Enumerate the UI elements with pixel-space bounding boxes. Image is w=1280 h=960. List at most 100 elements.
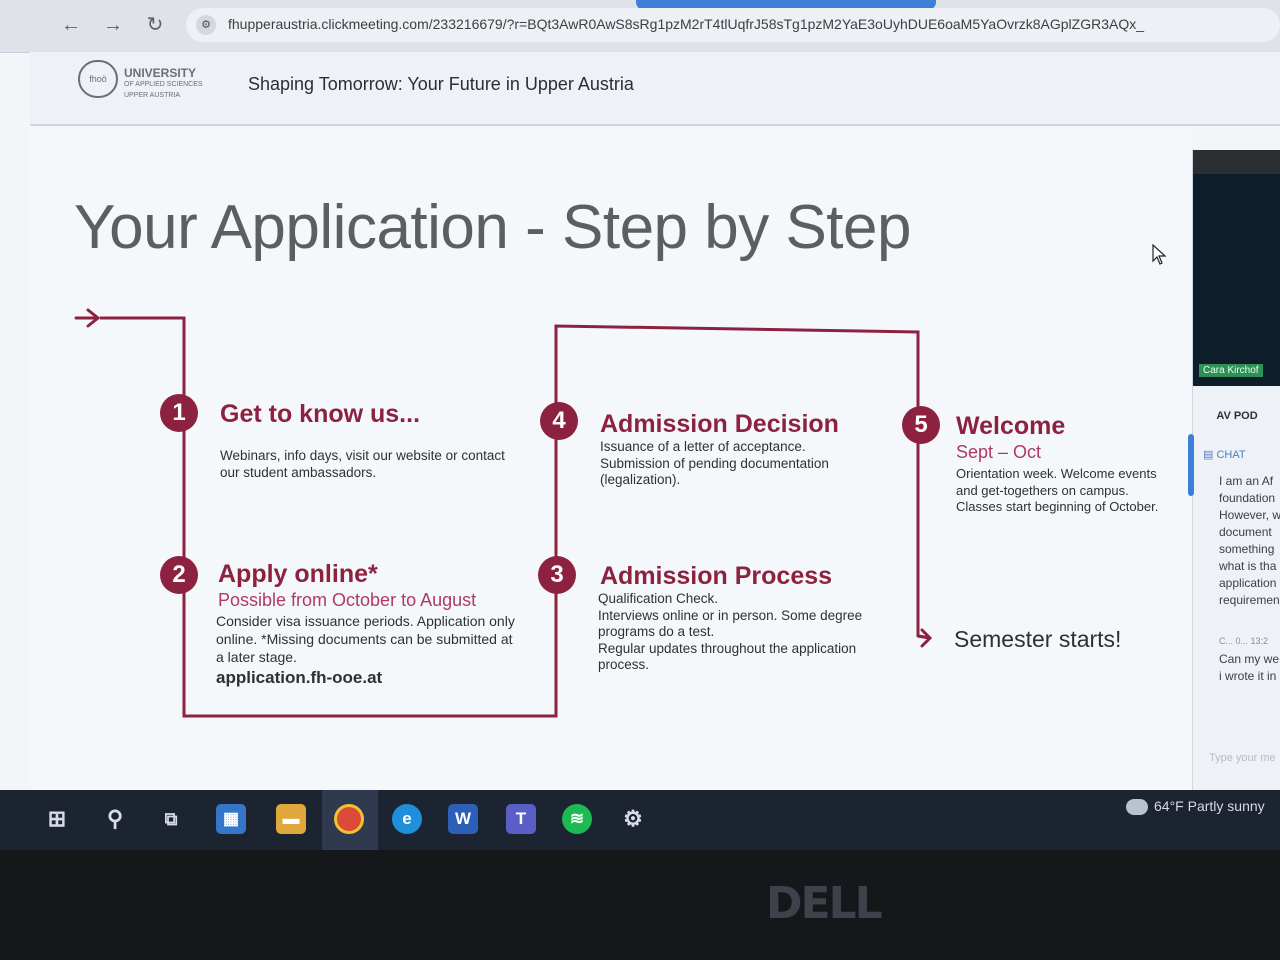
step-3-badge: 3: [538, 556, 576, 594]
chat-message-line: something: [1219, 542, 1275, 556]
forward-button[interactable]: →: [100, 12, 126, 38]
back-button[interactable]: ←: [58, 12, 84, 38]
browser-toolbar: ← → ↻ ⚙ fhupperaustria.clickmeeting.com/…: [0, 0, 1280, 53]
presenter-video[interactable]: Cara Kirchof: [1193, 150, 1280, 386]
address-bar[interactable]: [186, 8, 1280, 42]
application-link[interactable]: application.fh-ooe.at: [216, 668, 383, 687]
laptop-bezel: [0, 850, 1280, 960]
temperature: 64°F: [1154, 798, 1184, 814]
meeting-title: Shaping Tomorrow: Your Future in Upper A…: [248, 74, 634, 94]
entry-arrow-icon: [74, 308, 101, 328]
slide-title: Your Application - Step by Step: [74, 193, 912, 262]
step-3-body: Qualification Check. Interviews online o…: [598, 591, 862, 674]
step-3-title: Admission Process: [600, 562, 833, 590]
step-5-line-1: Orientation week. Welcome events: [956, 466, 1157, 481]
chat-message-meta: C... 0... 13:2: [1219, 636, 1269, 646]
step-3-line-5: process.: [598, 657, 650, 672]
step-3-line-2: Interviews online or in person. Some deg…: [598, 607, 863, 623]
semester-starts-label: Semester starts!: [954, 626, 1122, 652]
chat-message-line: requiremen: [1219, 593, 1280, 607]
chat-tab[interactable]: ▤ CHAT: [1203, 448, 1273, 466]
site-settings-icon[interactable]: ⚙: [196, 15, 216, 35]
step-1-title: Get to know us...: [220, 400, 421, 428]
university-logo: fhoö UNIVERSITY OF APPLIED SCIENCES UPPE…: [78, 58, 203, 100]
start-icon[interactable]: ⊞: [47, 806, 67, 831]
store-icon[interactable]: ▦: [216, 804, 246, 834]
step-5-body: Orientation week. Welcome events and get…: [956, 466, 1158, 516]
step-1-line-1: Webinars, info days, visit our website o…: [220, 448, 505, 463]
teams-icon[interactable]: T: [506, 804, 536, 834]
logo-emblem-icon: fhoö: [78, 60, 118, 98]
task-view-icon[interactable]: ⧉: [164, 809, 178, 829]
semester-arrow-icon: [916, 628, 933, 648]
step-5-title: Welcome: [956, 412, 1066, 440]
flow-line-1-2: [100, 316, 920, 718]
step-4-line-2: Submission of pending documentation: [600, 455, 829, 471]
active-tab-indicator[interactable]: [636, 0, 936, 10]
url-text[interactable]: fhupperaustria.clickmeeting.com/23321667…: [228, 16, 1145, 32]
search-icon[interactable]: ⚲: [106, 806, 124, 831]
reload-icon: ↻: [146, 14, 164, 36]
step-5-line-2: and get-togethers on campus.: [956, 482, 1129, 498]
step-1-body: Webinars, info days, visit our website o…: [220, 448, 505, 481]
webinar-side-panel: Cara Kirchof AV POD ▤ CHAT I am an Af fo…: [1192, 150, 1280, 790]
dell-logo: DELL: [766, 878, 883, 929]
chat-message-line: Can my we: [1219, 652, 1280, 666]
chat-message-line: i wrote it in: [1219, 669, 1277, 683]
presentation-slide: Your Application - Step by Step 1 Get to…: [30, 126, 1192, 790]
chat-message-line: application: [1219, 576, 1277, 590]
mouse-cursor-icon: [1152, 244, 1167, 265]
step-3-line-4: Regular updates throughout the applicati…: [598, 640, 857, 656]
logo-name: UNIVERSITY: [124, 66, 197, 80]
process-flow-lines: [74, 308, 933, 718]
chat-input[interactable]: Type your me: [1209, 752, 1276, 764]
chat-message-line: I am an Af: [1219, 474, 1274, 488]
step-2-title: Apply online*: [218, 560, 378, 588]
chrome-icon[interactable]: [334, 804, 364, 834]
settings-icon[interactable]: ⚙: [623, 806, 643, 831]
step-1-badge: 1: [160, 394, 198, 432]
weather-description: Partly sunny: [1187, 798, 1265, 814]
step-3-line-3: programs do a test.: [598, 624, 715, 639]
step-2-badge: 2: [160, 556, 198, 594]
step-1-line-2: our student ambassadors.: [220, 464, 377, 480]
laptop-screen: ← → ↻ ⚙ fhupperaustria.clickmeeting.com/…: [0, 0, 1280, 850]
step-2-line-2: online. *Missing documents can be submit…: [216, 631, 513, 647]
step-4-line-3: (legalization).: [600, 472, 681, 487]
word-icon[interactable]: W: [448, 804, 478, 834]
spotify-icon[interactable]: ≋: [562, 804, 592, 834]
chat-message-line: However, w: [1219, 508, 1280, 522]
chat-message-line: what is tha: [1219, 559, 1277, 573]
reload-button[interactable]: ↻: [142, 12, 168, 38]
step-4-body: Issuance of a letter of acceptance. Subm…: [600, 439, 829, 489]
file-explorer-icon[interactable]: ▬: [276, 804, 306, 834]
presenter-name-tag: Cara Kirchof: [1199, 364, 1263, 377]
forward-arrow-icon: →: [103, 14, 123, 36]
cloud-sun-icon: [1126, 799, 1148, 816]
step-5-subtitle: Sept – Oct: [956, 442, 1042, 462]
weather-widget[interactable]: 64°F Partly sunny: [1126, 798, 1276, 828]
back-arrow-icon: ←: [61, 14, 81, 36]
step-2-body: Consider visa issuance periods. Applicat…: [216, 612, 515, 666]
step-2-subtitle: Possible from October to August: [218, 590, 477, 610]
step-2-line-3: a later stage.: [216, 649, 297, 665]
chat-message-line: foundation: [1219, 491, 1276, 505]
chat-message-line: document: [1219, 525, 1272, 539]
windows-taskbar: ⊞ ⚲ ⧉ ▦ ▬ e W T ≋ ⚙ 64°F Partly sunny: [0, 790, 1280, 850]
logo-subtitle-2: UPPER AUSTRIA: [124, 92, 181, 99]
logo-subtitle-1: OF APPLIED SCIENCES: [124, 81, 203, 88]
edge-icon[interactable]: e: [392, 804, 422, 834]
step-3-line-1: Qualification Check.: [598, 591, 719, 606]
webinar-header: fhoö UNIVERSITY OF APPLIED SCIENCES UPPE…: [30, 52, 1280, 126]
chat-icon: ▤: [1203, 449, 1217, 461]
step-5-badge: 5: [902, 406, 940, 444]
step-4-line-1: Issuance of a letter of acceptance.: [600, 439, 806, 454]
chat-tab-label: CHAT: [1216, 449, 1246, 461]
step-2-line-1: Consider visa issuance periods. Applicat…: [216, 613, 515, 629]
chat-scrollbar[interactable]: [1188, 434, 1194, 496]
av-pod-label[interactable]: AV POD: [1216, 410, 1258, 422]
step-5-line-3: Classes start beginning of October.: [956, 499, 1159, 514]
logo-text: UNIVERSITY OF APPLIED SCIENCES UPPER AUS…: [124, 66, 204, 101]
step-4-title: Admission Decision: [600, 410, 839, 438]
video-top-strip: [1193, 150, 1280, 174]
